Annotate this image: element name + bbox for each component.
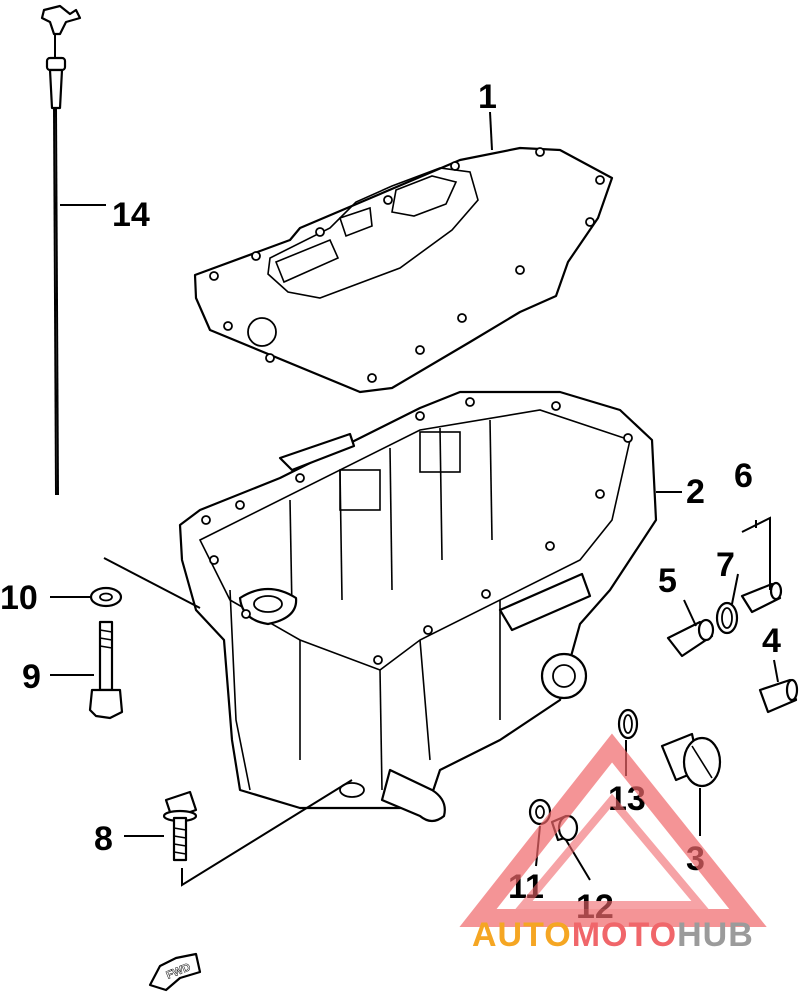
watermark-triangle-icon: [459, 733, 767, 927]
callout-4: 4: [762, 622, 781, 660]
plug-part-6: [740, 581, 783, 614]
dipstick-part: [40, 4, 82, 496]
long-bolt-part: [88, 620, 124, 720]
gasket-part: [193, 146, 614, 394]
plug-part-5: [666, 618, 715, 658]
fwd-arrow-marker: FWD: [148, 952, 202, 992]
automotohub-watermark: AUTOMOTOHUB: [459, 733, 767, 954]
o-ring-part-13: [617, 708, 639, 740]
washer-part-11: [528, 798, 552, 826]
callout-8: 8: [94, 820, 113, 858]
callout-9: 9: [22, 658, 41, 696]
watermark-moto: MOTO: [572, 916, 677, 954]
callout-6: 6: [734, 457, 753, 495]
o-ring-part-7: [715, 601, 739, 635]
callout-10: 10: [0, 579, 38, 617]
callout-2: 2: [686, 473, 705, 511]
washer-part: [89, 586, 123, 608]
flange-bolt-part: [162, 790, 198, 862]
callout-5: 5: [658, 562, 677, 600]
svg-text:AUTOMOTOHUB: AUTOMOTOHUB: [472, 916, 754, 954]
watermark-hub: HUB: [677, 916, 754, 954]
callout-7: 7: [716, 546, 735, 584]
oil-pan-part: [178, 390, 658, 823]
callout-1: 1: [478, 78, 497, 116]
callout-14: 14: [112, 196, 150, 234]
plug-part-4: [758, 678, 799, 714]
watermark-auto: AUTO: [472, 916, 572, 954]
drain-plug-part-3: [660, 732, 722, 788]
